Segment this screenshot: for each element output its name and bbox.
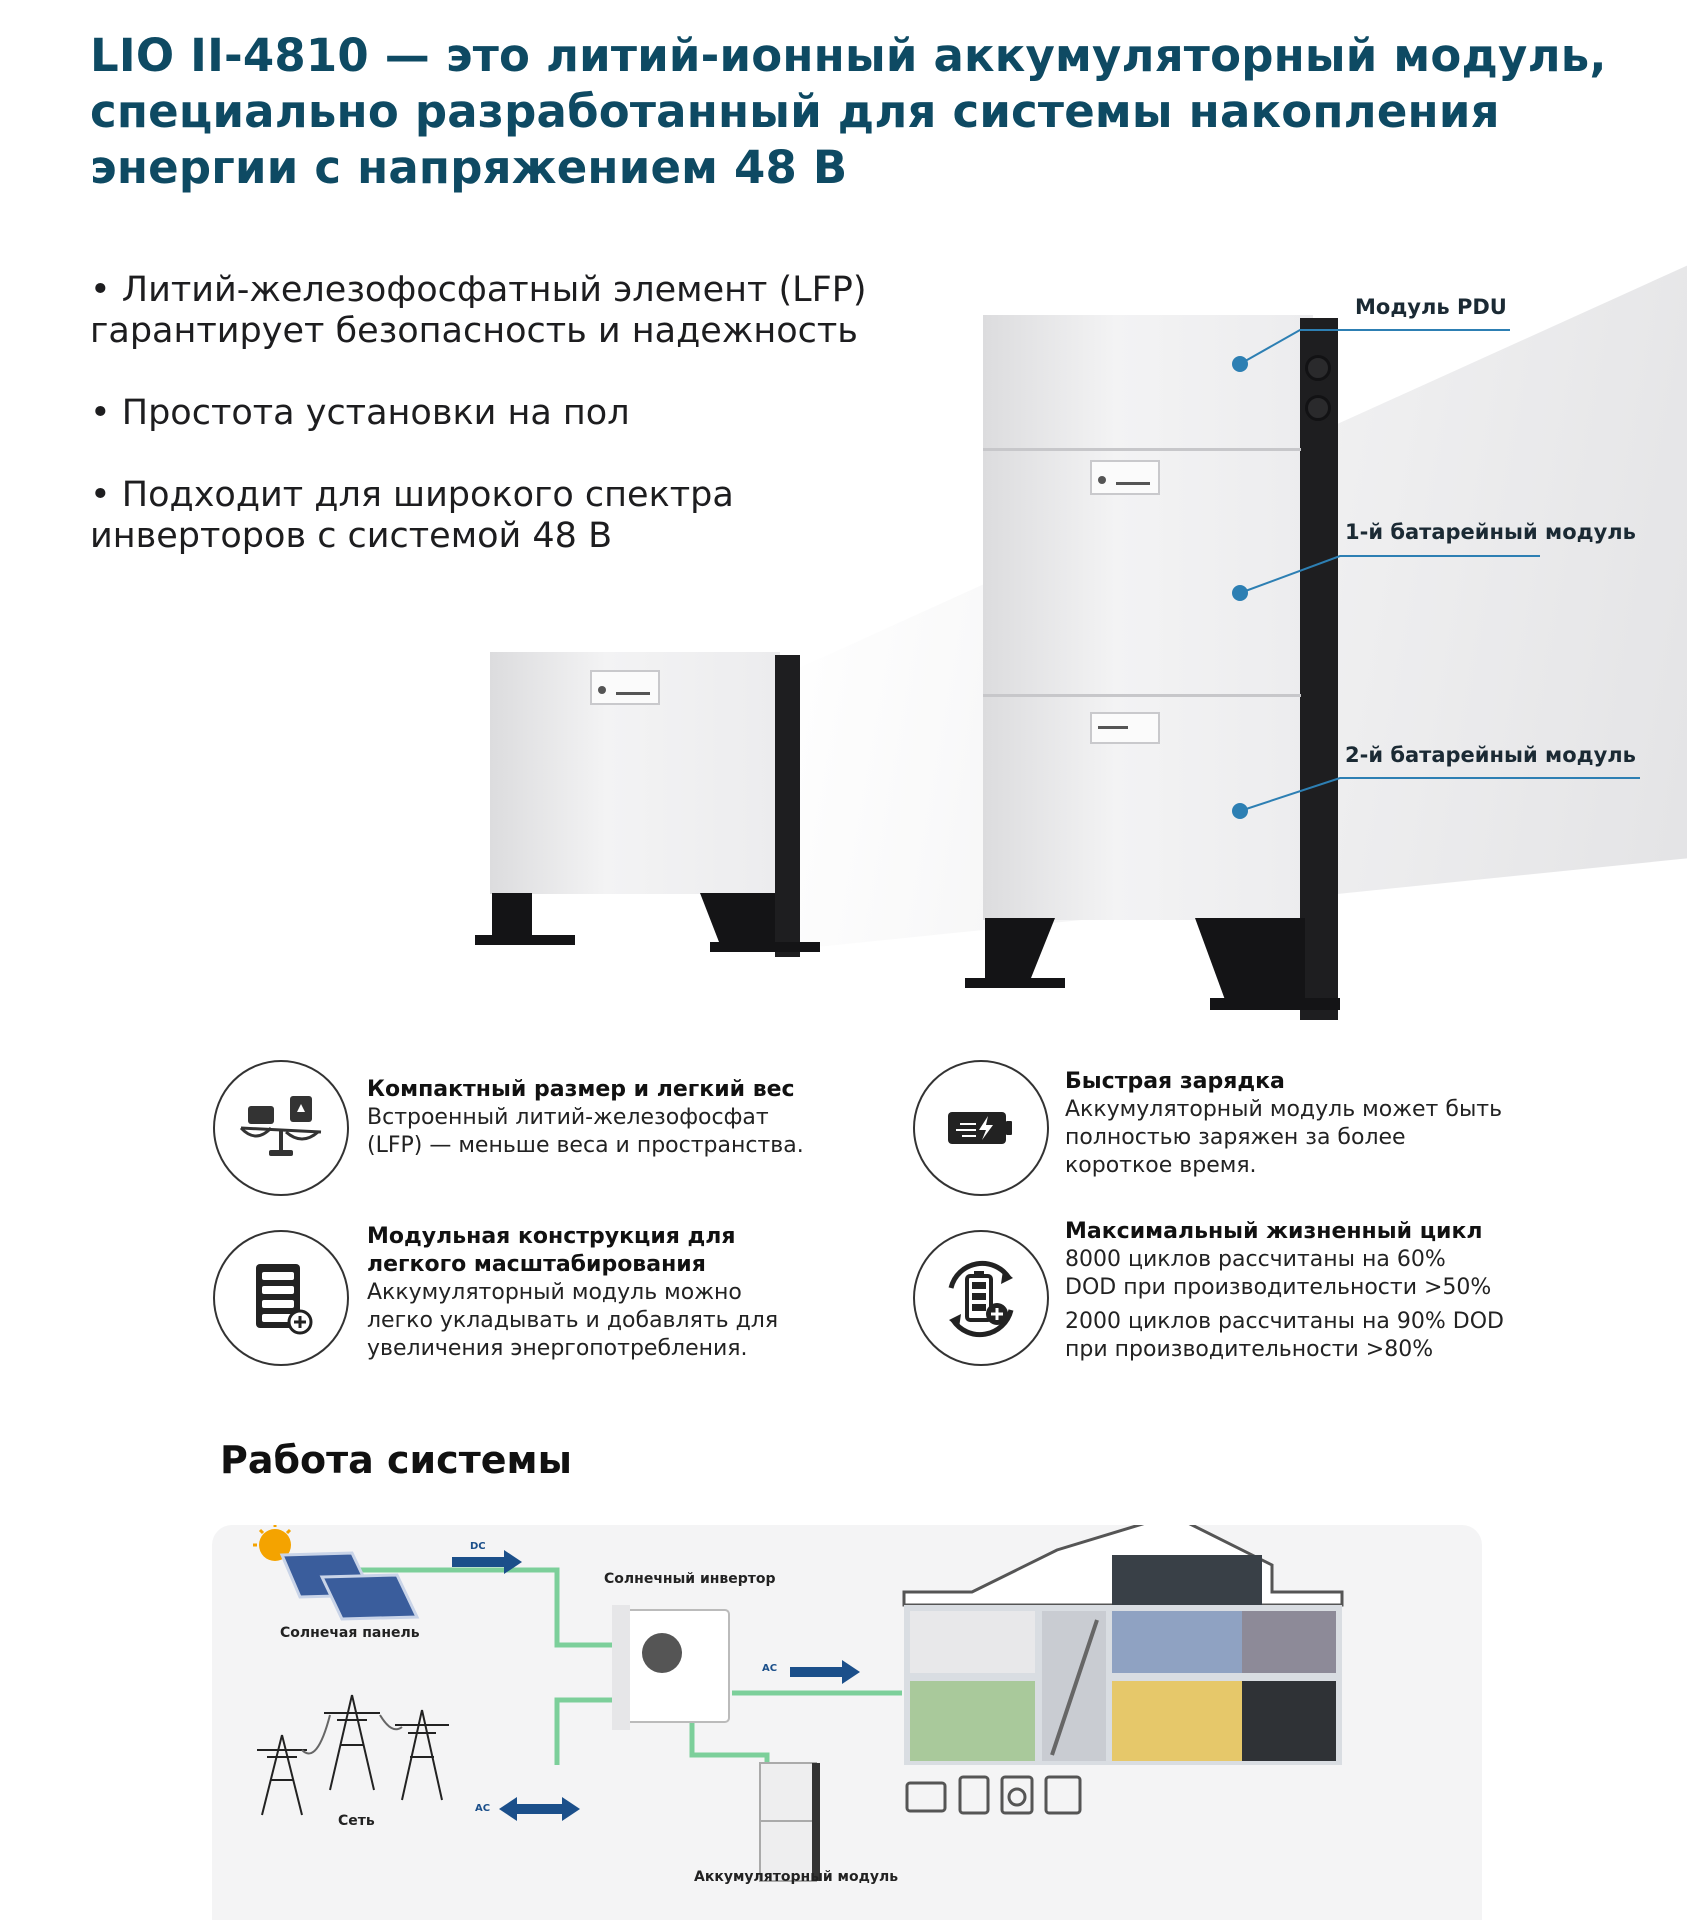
headline-line-2: специально разработанный для системы нак… [90,85,1500,138]
battery-side-rail [775,655,800,957]
bullet-item: • Подходит для широкого спектра инвертор… [90,475,870,557]
feature-text: короткое время. [1065,1153,1257,1178]
bullet-line: • Подходит для широкого спектра [90,475,734,515]
fast-charge-battery-icon [913,1060,1049,1196]
callout-dot [1232,356,1248,372]
feature-text: DOD при производительности >50% [1065,1275,1492,1300]
tower-control-panel [1090,712,1160,744]
battery-foot-base [475,935,575,945]
scale-icon [213,1060,349,1196]
callout-lines [1239,329,1640,812]
feature-title: Компактный размер и легкий вес [367,1077,795,1102]
headline-line-1: LIO II-4810 — это литий-ионный аккумулят… [90,29,1607,82]
bullet-item: • Литий-железофосфатный элемент (LFP) га… [90,270,870,352]
bullet-line: • Литий-железофосфатный элемент (LFP) [90,270,867,310]
tower-seam [983,694,1301,697]
feature-title: легкого масштабирования [367,1252,706,1277]
tower-body [983,315,1313,920]
tower-foot-base [1210,998,1340,1010]
label-solar-panel: Солнечая панель [280,1625,420,1641]
feature-text: полностью заряжен за более [1065,1125,1406,1150]
section-title: Работа системы [220,1438,572,1482]
feature-title: Быстрая зарядка [1065,1069,1285,1094]
feature-text: Аккумуляторный модуль может быть [1065,1097,1503,1122]
label-grid: Сеть [338,1813,375,1829]
feature-text: легко укладывать и добавлять для [367,1308,779,1333]
callout-dot [1232,585,1248,601]
callout-pdu: Модуль PDU [1355,295,1507,319]
feature-text: 8000 циклов рассчитаны на 60% [1065,1247,1446,1272]
feature-text: 2000 циклов рассчитаны на 90% DOD [1065,1309,1504,1334]
battery-foot-base [710,942,820,952]
callout-battery-1: 1-й батарейный модуль [1345,520,1636,544]
pdu-port-icon [1305,395,1331,421]
bullet-line: • Простота установки на пол [90,393,630,433]
bullet-item: • Простота установки на пол [90,393,870,434]
tower-side-rail [1300,318,1338,1020]
label-battery-module: Аккумуляторный модуль [694,1869,899,1885]
label-inverter: Солнечный инвертор [604,1571,776,1587]
feature-text: Аккумуляторный модуль можно [367,1280,742,1305]
headline-line-3: энергии с напряжением 48 В [90,141,848,194]
dc-tag: DC [470,1541,486,1552]
feature-bullets: • Литий-железофосфатный элемент (LFP) га… [90,270,870,598]
ac-grid-tag: AC [475,1803,491,1814]
callout-dot [1232,803,1248,819]
tower-foot-base [965,978,1065,988]
page-headline: LIO II-4810 — это литий-ионный аккумулят… [90,28,1650,196]
feature-text: (LFP) — меньше веса и пространства. [367,1133,804,1158]
bullet-line: инверторов с системой 48 В [90,516,613,556]
feature-title: Модульная конструкция для [367,1224,736,1249]
callout-battery-2: 2-й батарейный модуль [1345,743,1636,767]
bullet-line: гарантирует безопасность и надежность [90,311,858,351]
ac-out-tag: AC [762,1663,778,1674]
pdu-port-icon [1305,355,1331,381]
tower-control-panel [1090,460,1160,495]
tower-seam [983,448,1301,451]
diagram-drawing [253,1525,1344,1882]
feature-title: Максимальный жизненный цикл [1065,1219,1483,1244]
feature-text: Встроенный литий-железофосфат [367,1105,769,1130]
feature-text: при производительности >80% [1065,1337,1434,1362]
battery-control-panel [590,670,660,705]
modular-stack-icon [213,1230,349,1366]
system-diagram: DC AC AC Солнечая панель Солнечный инвер… [212,1525,1482,1920]
battery-cycle-icon [913,1230,1049,1366]
feature-text: увеличения энергопотребления. [367,1336,748,1361]
